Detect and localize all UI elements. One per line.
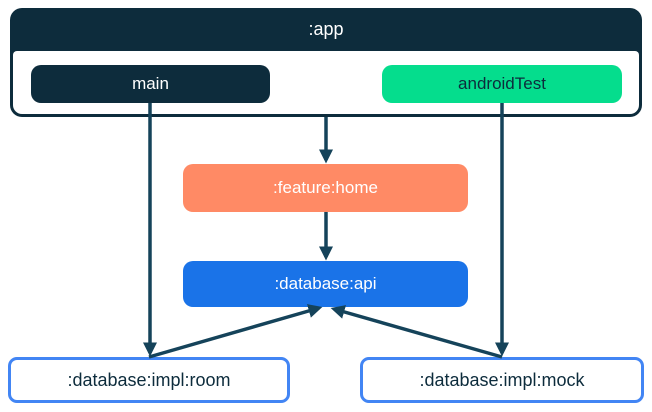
node-androidtest: androidTest	[382, 65, 622, 103]
node-main: main	[31, 65, 270, 103]
node-database-impl-mock: :database:impl:mock	[360, 357, 644, 403]
node-feature-home: :feature:home	[183, 164, 468, 212]
edge-impl-room-to-database-api	[148, 304, 323, 359]
node-app-sourcesets: main androidTest	[13, 51, 639, 114]
node-app-label: :app	[308, 19, 344, 39]
edge-impl-mock-to-database-api	[330, 305, 503, 359]
node-database-impl-room: :database:impl:room	[8, 357, 290, 403]
node-database-api: :database:api	[183, 261, 468, 307]
node-app: :app main androidTest	[10, 8, 642, 117]
